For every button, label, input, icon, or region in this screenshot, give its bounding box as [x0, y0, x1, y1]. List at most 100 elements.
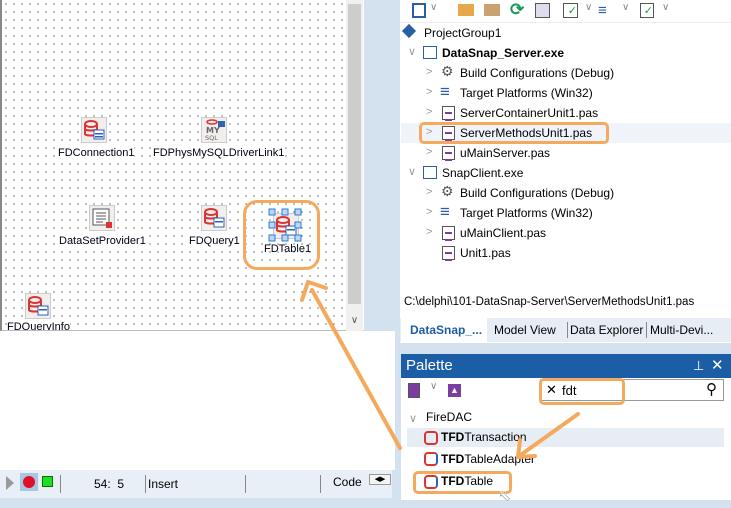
component-label: DataSetProvider1 [59, 235, 146, 247]
config-check-icon[interactable]: ✓ [640, 3, 654, 18]
pin-icon[interactable]: ⊥ [693, 358, 705, 373]
tree-row-hover [401, 123, 731, 143]
project-manager [400, 0, 731, 343]
pas-file-icon [442, 146, 455, 161]
pas-file-icon [442, 246, 455, 261]
record-button[interactable] [20, 473, 38, 491]
scroll-down-icon[interactable]: ∨ [350, 315, 359, 326]
tree-item[interactable]: uMainClient.pas [460, 226, 547, 240]
fdconnection-component[interactable] [81, 117, 107, 143]
tab-model-view[interactable]: Model View [494, 323, 556, 337]
stop-icon[interactable] [42, 476, 53, 487]
run-icon[interactable] [6, 476, 14, 490]
build-check-icon[interactable]: ✓ [563, 3, 578, 18]
palette-title: Palette [406, 357, 453, 374]
new-component-icon[interactable] [408, 383, 420, 398]
project-group[interactable]: ProjectGroup1 [424, 26, 502, 40]
refresh-icon[interactable]: ⟳ [510, 0, 525, 19]
component-label: FDQueryInfo [7, 321, 70, 330]
tab-bar: DataSnap_... Model View Data Explorer Mu… [400, 318, 731, 342]
chevron-right-icon[interactable]: > [426, 146, 433, 158]
tab-multi-device[interactable]: Multi-Devi... [650, 323, 714, 337]
search-icon[interactable]: ⚲ [706, 381, 717, 398]
tfdtable-highlight [413, 471, 512, 494]
palette-item-tfdtransaction[interactable]: TFDTransaction [441, 430, 527, 444]
platforms-check-icon[interactable]: ≡ [598, 2, 607, 19]
tree-item[interactable]: Unit1.pas [460, 246, 511, 260]
transaction-icon [424, 431, 438, 445]
palette-category[interactable]: FireDAC [426, 410, 473, 424]
chevron-right-icon[interactable]: > [426, 206, 433, 218]
chevron-right-icon[interactable]: > [426, 86, 433, 98]
tree-item[interactable]: Target Platforms (Win32) [460, 206, 593, 220]
chevron-right-icon[interactable]: > [426, 226, 433, 238]
remove-folder-icon[interactable] [484, 4, 500, 16]
servermethods-highlight [419, 122, 609, 144]
chevron-down-icon[interactable]: ∨ [662, 2, 670, 13]
chevron-down-icon[interactable]: ∨ [622, 2, 630, 13]
pas-file-icon [442, 106, 455, 121]
record-icon [23, 476, 35, 488]
chevron-down-icon[interactable]: ∨ [430, 2, 438, 13]
component-label: FDQuery1 [189, 235, 240, 247]
palette-item-tfdtable[interactable]: TFDTable [441, 474, 494, 488]
form-designer[interactable] [0, 0, 364, 331]
component-label: FDPhysMySQLDriverLink1 [153, 147, 285, 159]
tree-item[interactable]: Target Platforms (Win32) [460, 86, 593, 100]
close-icon[interactable]: ✕ [711, 357, 724, 374]
fdqueryinfo-component[interactable] [25, 293, 51, 319]
clear-search-icon[interactable]: ✕ [546, 382, 557, 397]
chevron-right-icon[interactable]: > [426, 106, 433, 118]
palette-item-tfdtableadapter[interactable]: TFDTableAdapter [441, 452, 536, 466]
chevron-down-icon[interactable]: ∨ [408, 46, 417, 58]
selection-handles[interactable] [268, 208, 308, 242]
palette-header: Palette ⊥ ✕ [401, 354, 731, 378]
tree-item[interactable]: Build Configurations (Debug) [460, 186, 615, 200]
tree-item[interactable]: DataSnap_Server.exe [442, 46, 565, 60]
pas-file-icon [442, 226, 455, 241]
chevron-down-icon[interactable]: ∨ [585, 2, 593, 13]
exe-icon [423, 46, 437, 59]
pointer-tool-icon[interactable]: ▲ [448, 384, 461, 397]
file-path: C:\delphi\101-DataSnap-Server\ServerMeth… [404, 296, 695, 308]
table-icon [424, 475, 438, 489]
manage-icon[interactable] [535, 3, 550, 18]
chevron-down-icon[interactable]: ∨ [409, 413, 418, 425]
new-icon[interactable] [412, 3, 426, 18]
database-connection-icon [84, 120, 105, 140]
table-adapter-icon [424, 452, 438, 466]
project-toolbar: ∨ ⟳ ✓ ∨ ≡ ∨ ✓ ∨ [400, 0, 731, 23]
scrollbar-thumb[interactable] [348, 4, 361, 304]
database-table-icon [204, 208, 225, 228]
code-tab[interactable]: Code [333, 475, 362, 489]
status-bar: 54: 5 Insert Code ◀▶ [0, 470, 392, 498]
tree-item[interactable]: ServerMethodsUnit1.pas [460, 126, 593, 140]
fdtable-highlight [243, 200, 320, 270]
tree-item[interactable]: uMainServer.pas [460, 146, 551, 160]
tree-item[interactable]: Build Configurations (Debug) [460, 66, 615, 80]
dataset-provider-icon [92, 208, 112, 228]
chevron-down-icon[interactable]: ∨ [408, 166, 417, 178]
tree-item[interactable]: ServerContainerUnit1.pas [460, 106, 599, 120]
insert-mode: Insert [148, 477, 179, 491]
view-scroll-arrows[interactable]: ◀▶ [369, 474, 391, 485]
editor-blank-area [0, 331, 395, 470]
chevron-right-icon[interactable]: > [426, 186, 433, 198]
tab-data-explorer[interactable]: Data Explorer [570, 323, 644, 337]
chevron-right-icon[interactable]: > [426, 66, 433, 78]
chevron-down-icon[interactable]: ∨ [430, 381, 438, 392]
pas-file-icon [442, 126, 455, 141]
component-label: FDConnection1 [58, 147, 135, 159]
chevron-right-icon[interactable]: > [426, 126, 433, 138]
database-table-icon [28, 296, 49, 316]
platforms-icon: ≡ [440, 202, 450, 221]
datasetprovider-component[interactable] [89, 205, 115, 231]
cursor-position: 54: 5 [94, 477, 125, 491]
tree-item[interactable]: SnapClient.exe [442, 166, 524, 180]
fdquery-component[interactable] [201, 205, 227, 231]
add-folder-icon[interactable] [458, 4, 474, 16]
palette-search-input[interactable]: ✕ fdt ⚲ [540, 379, 724, 401]
tab-datasnap[interactable]: DataSnap_... [401, 318, 487, 342]
